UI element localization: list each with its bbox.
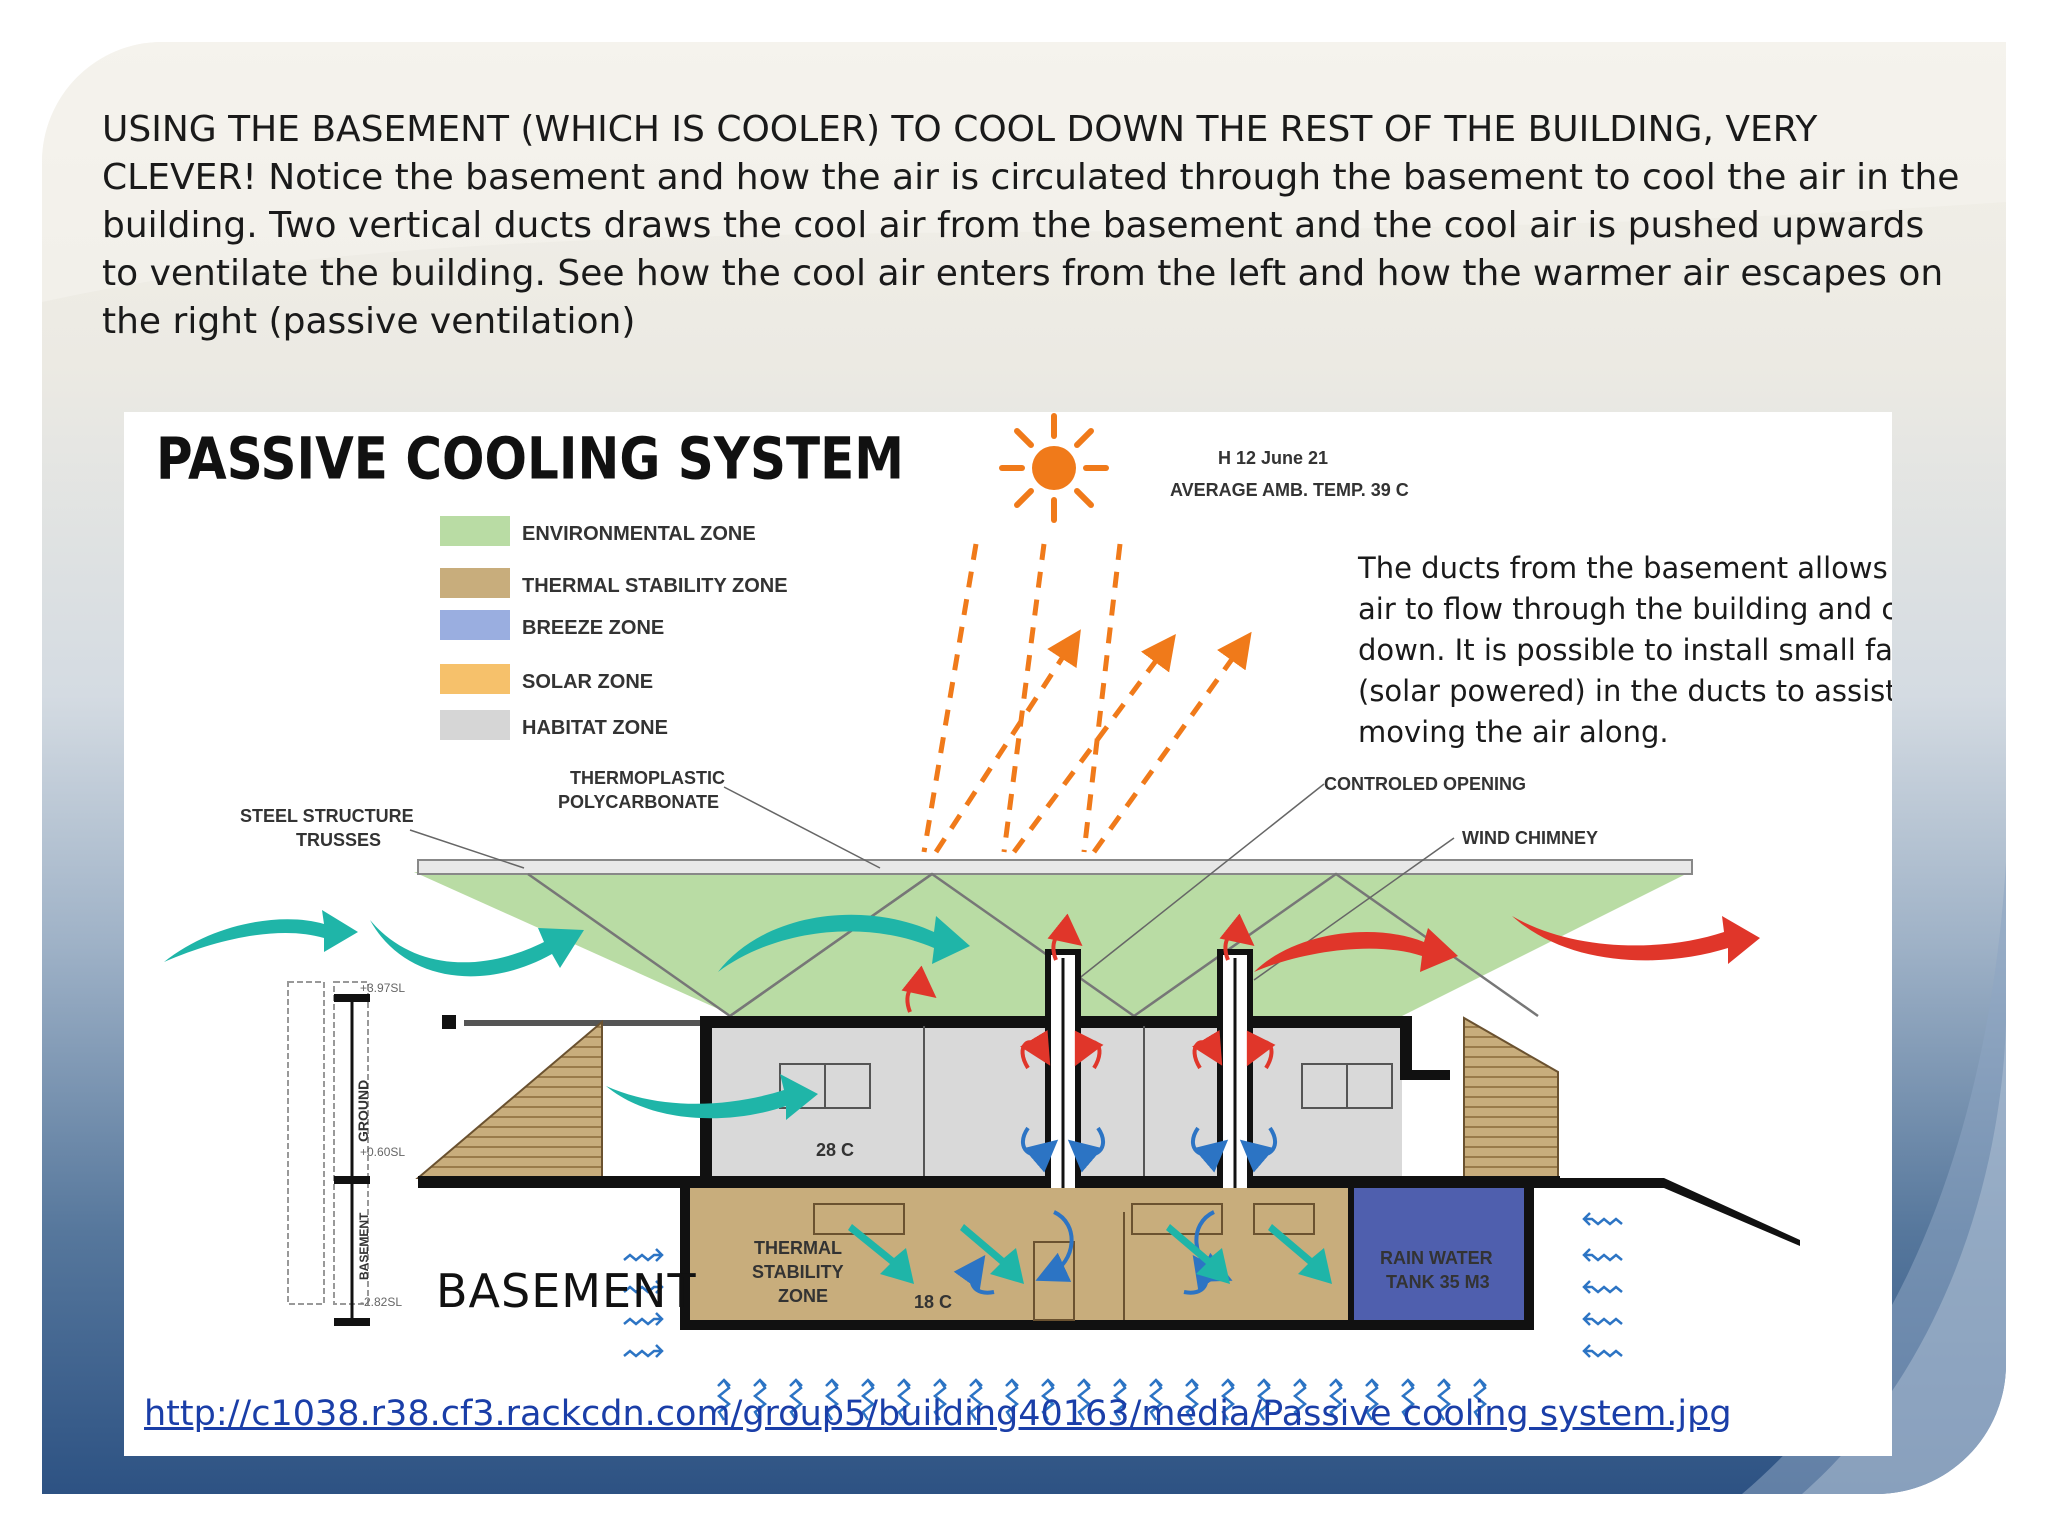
callout-line: The ducts from the basement allows the xyxy=(1358,551,1892,585)
label-level-mid: +0.60SL xyxy=(360,1145,405,1159)
legend-swatch-environmental xyxy=(440,516,510,546)
earth-berm-right xyxy=(1463,1016,1559,1179)
label-zone: ZONE xyxy=(778,1286,828,1306)
side-air-arrows xyxy=(623,1212,1623,1358)
ground-air-arrows xyxy=(716,1378,1488,1421)
label-level-bot: -2.82SL xyxy=(360,1295,402,1309)
label-thermoplastic: THERMOPLASTIC xyxy=(570,768,725,788)
label-polycarbonate: POLYCARBONATE xyxy=(558,792,719,812)
label-controled-opening: CONTROLED OPENING xyxy=(1324,774,1526,794)
legend-label-habitat: HABITAT ZONE xyxy=(522,717,668,739)
label-tank: TANK 35 M3 xyxy=(1386,1272,1490,1292)
legend-swatch-solar xyxy=(440,664,510,694)
warm-air-arrows xyxy=(1254,916,1760,972)
rain-water-tank xyxy=(1352,1188,1526,1322)
callout-line: moving the air along. xyxy=(1358,715,1669,749)
label-level-top: +3.97SL xyxy=(360,981,405,995)
ground-slab xyxy=(418,1176,1560,1188)
label-trusses: TRUSSES xyxy=(296,830,381,850)
label-basement-axis: BASEMENT xyxy=(357,1212,371,1280)
legend: ENVIRONMENTAL ZONE THERMAL STABILITY ZON… xyxy=(440,516,788,740)
label-wind-chimney: WIND CHIMNEY xyxy=(1462,828,1598,848)
label-stability: STABILITY xyxy=(752,1262,844,1282)
temp-upper: 28 C xyxy=(816,1140,854,1160)
basement-cool-arrows xyxy=(848,1224,1332,1284)
ground-slope-right xyxy=(1558,1178,1800,1246)
legend-label-breeze: BREEZE ZONE xyxy=(522,617,664,639)
intro-line: USING THE BASEMENT (WHICH IS COOLER) TO … xyxy=(102,109,1818,150)
thermal-stability-zone xyxy=(684,1188,1352,1322)
legend-label-solar: SOLAR ZONE xyxy=(522,671,653,693)
intro-line: the right (passive ventilation) xyxy=(102,301,636,342)
intro-line: CLEVER! Notice the basement and how the … xyxy=(102,157,1960,198)
wind-chimney-left xyxy=(1045,949,1081,1197)
intro-line: building. Two vertical ducts draws the c… xyxy=(102,205,1925,246)
legend-swatch-thermal xyxy=(440,568,510,598)
diagram-title: PASSIVE COOLING SYSTEM xyxy=(156,425,904,492)
legend-swatch-breeze xyxy=(440,610,510,640)
temp-lower: 18 C xyxy=(914,1292,952,1312)
sun-icon xyxy=(999,413,1109,523)
slide: USING THE BASEMENT (WHICH IS COOLER) TO … xyxy=(42,42,2006,1494)
basement-label: BASEMENT xyxy=(436,1264,697,1318)
legend-swatch-habitat xyxy=(440,710,510,740)
basement-walls xyxy=(680,1188,1534,1330)
date-text: H 12 June 21 xyxy=(1218,448,1328,468)
legend-label-environmental: ENVIRONMENTAL ZONE xyxy=(522,523,756,545)
callout-line: (solar powered) in the ducts to assist xyxy=(1358,674,1892,708)
source-link[interactable]: http://c1038.r38.cf3.rackcdn.com/group5/… xyxy=(144,1394,1732,1434)
label-rain-water: RAIN WATER xyxy=(1380,1248,1493,1268)
callout-line: air to flow through the building and coo… xyxy=(1358,592,1892,626)
label-thermal: THERMAL xyxy=(754,1238,842,1258)
solar-rays xyxy=(921,543,1252,854)
level-axis: GROUND BASEMENT +3.97SL +0.60SL -2.82SL xyxy=(287,981,405,1326)
basement-windows xyxy=(813,1203,1315,1321)
slide-background-wave xyxy=(42,42,2006,1494)
diagram-drawing: PASSIVE COOLING SYSTEM ENVIRONMENTAL ZON… xyxy=(156,413,1800,1421)
callout-text: The ducts from the basement allows the a… xyxy=(1358,548,1892,753)
passive-cooling-diagram: PASSIVE COOLING SYSTEM ENVIRONMENTAL ZON… xyxy=(124,412,1892,1456)
temp-text: AVERAGE AMB. TEMP. 39 C xyxy=(1170,480,1409,500)
callout-line: down. It is possible to install small fa… xyxy=(1358,633,1892,667)
polycarbonate-roof xyxy=(417,859,1693,875)
earth-berm-left xyxy=(415,1019,603,1179)
intro-paragraph: USING THE BASEMENT (WHICH IS COOLER) TO … xyxy=(102,106,2002,346)
cool-air-arrows xyxy=(164,910,970,1120)
intro-line: to ventilate the building. See how the c… xyxy=(102,253,1944,294)
wind-chimney-right xyxy=(1217,949,1253,1197)
label-ground-axis: GROUND xyxy=(355,1080,371,1142)
label-steel-structure: STEEL STRUCTURE xyxy=(240,806,414,826)
legend-label-thermal: THERMAL STABILITY ZONE xyxy=(522,575,788,597)
